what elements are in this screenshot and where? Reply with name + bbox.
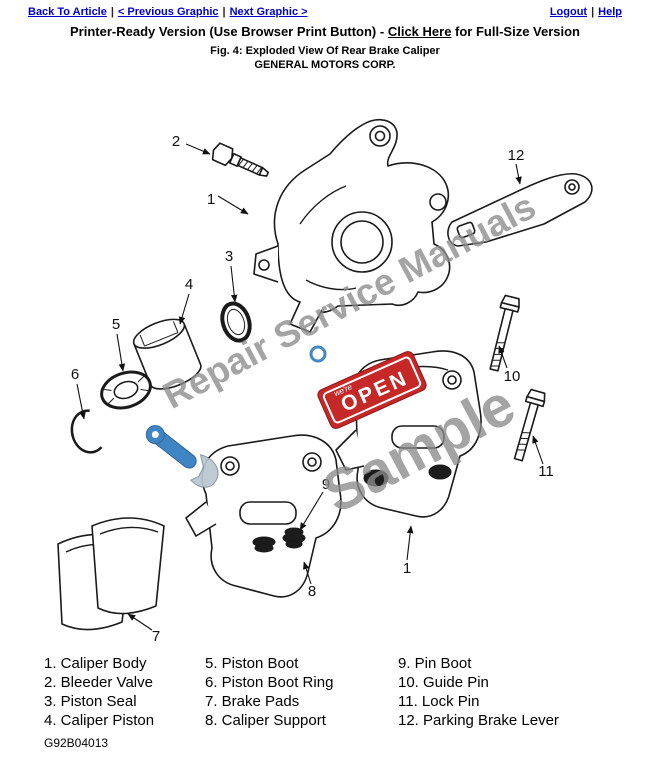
next-graphic-link[interactable]: Next Graphic >	[229, 6, 308, 18]
callout-11: 11	[538, 463, 554, 480]
legend-column-3: 9. Pin Boot 10. Guide Pin 11. Lock Pin 1…	[398, 654, 598, 730]
caliper-support-left-drawing	[185, 434, 342, 598]
nav-separator: |	[222, 6, 226, 18]
nav-right-group: Logout|Help	[550, 6, 622, 18]
nav-left-group: Back To Article|< Previous Graphic|Next …	[28, 6, 308, 18]
legend-item-2: 2. Bleeder Valve	[44, 674, 153, 691]
guide-pin-drawing	[489, 294, 520, 372]
logout-link[interactable]: Logout	[549, 6, 588, 18]
nav-separator: |	[591, 6, 595, 18]
figure-caption: Fig. 4: Exploded View Of Rear Brake Cali…	[210, 45, 440, 57]
legend-item-6: 6. Piston Boot Ring	[205, 674, 334, 691]
piston-boot-drawing	[100, 370, 152, 410]
callout-9: 9	[322, 476, 330, 493]
previous-graphic-link[interactable]: < Previous Graphic	[117, 6, 219, 18]
callout-7: 7	[152, 628, 160, 645]
full-size-suffix-text: for Full-Size Version	[451, 24, 580, 39]
legend-item-7: 7. Brake Pads	[205, 693, 300, 710]
printer-ready-line: Printer-Ready Version (Use Browser Print…	[0, 24, 650, 39]
document-code: G92B04013	[44, 736, 109, 750]
caliper-piston-drawing	[132, 318, 202, 390]
manufacturer-title: GENERAL MOTORS CORP.	[254, 59, 396, 71]
help-link[interactable]: Help	[598, 6, 622, 18]
legend-column-2: 5. Piston Boot 6. Piston Boot Ring 7. Br…	[205, 654, 398, 730]
legend-item-3: 3. Piston Seal	[44, 693, 137, 710]
callout-10: 10	[504, 368, 521, 385]
callout-1b: 1	[403, 560, 411, 577]
printer-ready-text: Printer-Ready Version (Use Browser Print…	[69, 24, 388, 39]
nav-separator: |	[110, 6, 114, 18]
legend-item-10: 10. Guide Pin	[398, 674, 489, 691]
callout-2: 2	[172, 133, 180, 150]
bleeder-valve-drawing	[211, 142, 270, 177]
callout-12: 12	[508, 147, 525, 164]
callout-leader-lines	[76, 143, 544, 631]
legend-item-11: 11. Lock Pin	[398, 693, 480, 710]
legend-item-9: 9. Pin Boot	[398, 655, 472, 672]
caliper-body-drawing	[253, 118, 451, 333]
lock-pin-drawing	[513, 388, 546, 462]
wrench-icon	[145, 425, 219, 488]
callout-6: 6	[71, 366, 79, 383]
brake-pads-drawing	[57, 517, 165, 631]
callout-8: 8	[308, 583, 316, 600]
legend-item-4: 4. Caliper Piston	[44, 712, 155, 729]
parking-brake-lever-drawing	[447, 172, 593, 247]
callout-1: 1	[207, 191, 215, 208]
callout-5: 5	[112, 316, 120, 333]
legend-item-8: 8. Caliper Support	[205, 712, 326, 729]
legend-item-1: 1. Caliper Body	[44, 655, 147, 672]
callout-3: 3	[225, 248, 233, 265]
full-size-version-link[interactable]: Click Here	[387, 24, 452, 39]
exploded-diagram: 2 1 12 3 4 5 6 10 11 9 8 1 7 Repair Serv…	[57, 118, 593, 645]
legend-column-1: 1. Caliper Body 2. Bleeder Valve 3. Pist…	[44, 654, 205, 730]
callout-numbers: 2 1 12 3 4 5 6 10 11 9 8 1 7	[71, 133, 554, 645]
back-to-article-link[interactable]: Back To Article	[28, 6, 107, 18]
legend-item-5: 5. Piston Boot	[205, 655, 299, 672]
piston-boot-ring-drawing	[70, 409, 103, 454]
parts-legend: 1. Caliper Body 2. Bleeder Valve 3. Pist…	[44, 654, 598, 730]
watermark-ring	[309, 345, 327, 363]
pin-boot-drawing	[282, 527, 306, 549]
callout-4: 4	[185, 276, 193, 293]
legend-item-12: 12. Parking Brake Lever	[398, 712, 559, 729]
top-navigation: Back To Article|< Previous Graphic|Next …	[0, 6, 650, 18]
piston-seal-drawing	[220, 301, 252, 343]
